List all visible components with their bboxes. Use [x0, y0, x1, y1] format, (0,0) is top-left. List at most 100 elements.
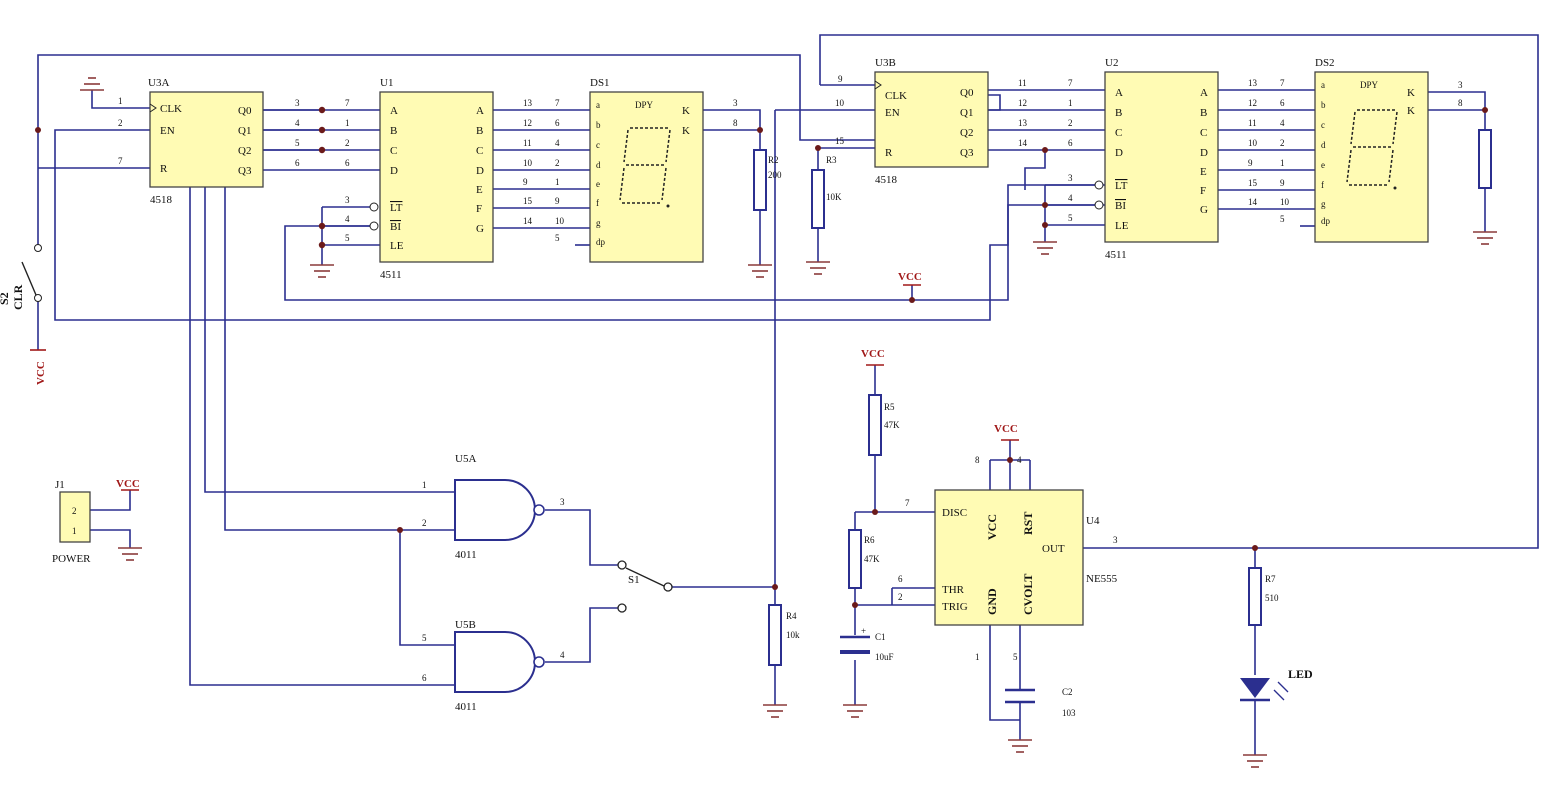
svg-text:3: 3: [295, 98, 300, 108]
ground-icon: [843, 704, 867, 718]
svg-text:D: D: [1200, 147, 1208, 159]
svg-text:CVOLT: CVOLT: [1021, 574, 1035, 615]
svg-text:a: a: [596, 100, 600, 110]
svg-text:8: 8: [975, 455, 980, 465]
svg-text:A: A: [476, 105, 484, 117]
svg-text:6: 6: [898, 574, 903, 584]
r2-resistor: R2 200: [753, 149, 782, 211]
svg-text:8: 8: [733, 118, 738, 128]
ds2-seven-segment-display: DS2 DPY K K a b c d e f g dp 3 8: [1314, 57, 1463, 243]
svg-text:A: A: [390, 105, 398, 117]
svg-text:U3A: U3A: [148, 77, 169, 89]
u3a-counter-chip: U3A 4518 CLK EN R Q0 Q1 Q2 Q3 1 2 7 3 4 …: [118, 77, 300, 206]
svg-text:4: 4: [1017, 455, 1022, 465]
svg-text:B: B: [1115, 107, 1122, 119]
svg-text:R: R: [885, 147, 893, 159]
ds2-resistor: [1478, 129, 1492, 189]
s2-clear-switch: S2 CLR: [0, 244, 42, 310]
svg-text:4518: 4518: [875, 174, 898, 186]
svg-text:CLK: CLK: [160, 103, 182, 115]
svg-text:B: B: [1200, 107, 1207, 119]
svg-text:d: d: [1321, 140, 1326, 150]
svg-text:3: 3: [1113, 535, 1118, 545]
svg-text:3: 3: [1068, 173, 1073, 183]
svg-text:7: 7: [905, 498, 910, 508]
svg-text:14: 14: [1248, 197, 1258, 207]
svg-text:U3B: U3B: [875, 57, 896, 69]
svg-text:7: 7: [555, 98, 560, 108]
u2-decoder-chip: U2 4511 A B C D LT BI LE A B C D E F G 7…: [1068, 57, 1290, 261]
svg-text:C: C: [1200, 127, 1207, 139]
svg-text:Q1: Q1: [960, 107, 973, 119]
svg-text:47K: 47K: [884, 420, 900, 430]
svg-text:510: 510: [1265, 593, 1279, 603]
svg-text:GND: GND: [985, 588, 999, 615]
svg-text:DS2: DS2: [1315, 57, 1335, 69]
r3-resistor: R3 10K: [811, 155, 842, 229]
svg-text:R4: R4: [786, 611, 797, 621]
svg-text:7: 7: [1068, 78, 1073, 88]
ground-icon: [806, 261, 830, 275]
ground-icon: [748, 264, 772, 278]
svg-text:LT: LT: [390, 202, 403, 214]
svg-text:VCC: VCC: [116, 478, 140, 490]
svg-text:VCC: VCC: [861, 348, 885, 360]
svg-text:a: a: [1321, 80, 1325, 90]
svg-text:S1: S1: [628, 574, 640, 586]
svg-text:1: 1: [975, 652, 980, 662]
svg-text:DS1: DS1: [590, 77, 610, 89]
vcc-symbol-j1: VCC: [116, 478, 140, 491]
svg-text:EN: EN: [885, 107, 900, 119]
svg-text:9: 9: [838, 74, 843, 84]
svg-text:1: 1: [345, 118, 350, 128]
svg-text:POWER: POWER: [52, 553, 91, 565]
ds1-seven-segment-display: DS1 DPY K K a b c d e f g dp 3 8: [589, 77, 738, 263]
svg-text:9: 9: [523, 177, 528, 187]
svg-text:Q1: Q1: [238, 125, 251, 137]
svg-text:DISC: DISC: [942, 507, 967, 519]
svg-text:Q3: Q3: [238, 165, 252, 177]
r6-resistor: R6 47K: [848, 529, 880, 589]
svg-text:c: c: [596, 140, 600, 150]
svg-text:+: +: [861, 626, 866, 636]
svg-text:DPY: DPY: [1360, 80, 1379, 90]
svg-text:K: K: [1407, 105, 1415, 117]
svg-text:10K: 10K: [826, 192, 842, 202]
svg-text:1: 1: [1068, 98, 1073, 108]
svg-text:4: 4: [345, 214, 350, 224]
svg-text:6: 6: [1068, 138, 1073, 148]
svg-text:7: 7: [1280, 78, 1285, 88]
svg-text:1: 1: [422, 480, 427, 490]
svg-text:15: 15: [523, 196, 533, 206]
svg-text:VCC: VCC: [35, 361, 47, 385]
svg-text:R7: R7: [1265, 574, 1276, 584]
svg-text:VCC: VCC: [994, 423, 1018, 435]
svg-text:R3: R3: [826, 155, 837, 165]
svg-text:9: 9: [1248, 158, 1253, 168]
svg-text:14: 14: [523, 216, 533, 226]
svg-text:U5A: U5A: [455, 453, 476, 465]
svg-text:4011: 4011: [455, 549, 477, 561]
svg-text:5: 5: [1013, 652, 1018, 662]
svg-text:3: 3: [1458, 80, 1463, 90]
svg-text:4511: 4511: [380, 269, 402, 281]
svg-text:5: 5: [295, 138, 300, 148]
svg-text:e: e: [1321, 160, 1325, 170]
svg-text:10: 10: [555, 216, 565, 226]
svg-text:1: 1: [72, 526, 77, 536]
svg-text:1: 1: [1280, 158, 1285, 168]
svg-text:LE: LE: [390, 240, 404, 252]
svg-text:LT: LT: [1115, 180, 1128, 192]
vcc-symbol-u1: VCC: [898, 271, 922, 286]
svg-text:D: D: [1115, 147, 1123, 159]
svg-text:dp: dp: [596, 237, 606, 247]
svg-text:B: B: [390, 125, 397, 137]
junction-dots: [35, 106, 1488, 608]
u1-decoder-chip: U1 4511 A B C D LT BI LE A B C D E F G 7…: [345, 77, 565, 281]
svg-text:e: e: [596, 179, 600, 189]
svg-text:K: K: [682, 105, 690, 117]
r4-resistor: R4 10k: [768, 604, 800, 666]
svg-text:U2: U2: [1105, 57, 1118, 69]
svg-text:13: 13: [1018, 118, 1028, 128]
